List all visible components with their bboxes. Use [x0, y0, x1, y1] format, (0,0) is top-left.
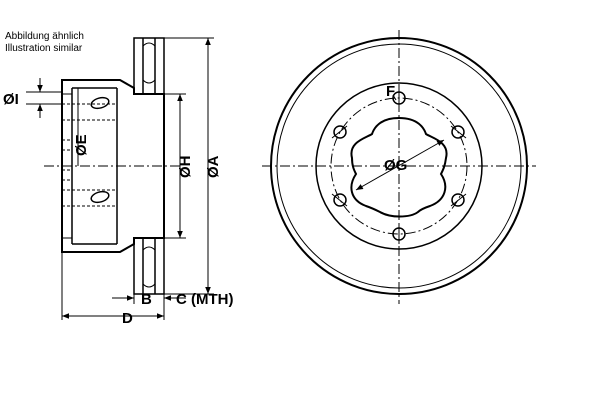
- bolt-hole-3: [451, 193, 465, 207]
- friction-ring-top: [133, 37, 165, 95]
- label-dim-h: ØH: [177, 156, 194, 179]
- note-illustration-en: Illustration similar: [5, 43, 83, 54]
- label-dim-e: ØE: [73, 134, 90, 156]
- friction-ring-bottom: [133, 237, 165, 295]
- label-dim-d: D: [122, 310, 133, 327]
- bolt-hole-lower: [90, 190, 110, 204]
- side-section-view: ØI ØE ØH ØA B C (MTH) D: [3, 37, 233, 327]
- label-dim-g: ØG: [384, 157, 407, 174]
- front-view: F ØG: [262, 30, 536, 304]
- label-dim-a: ØA: [205, 155, 222, 178]
- note-illustration-de: Abbildung ähnlich: [5, 31, 84, 42]
- dim-g-line: [355, 139, 445, 191]
- bolt-hole-5: [333, 193, 347, 207]
- label-dim-f: F: [386, 83, 395, 100]
- bolt-hole-2: [451, 125, 465, 139]
- label-dim-c: C (MTH): [176, 291, 233, 308]
- bolt-hole-group: [331, 88, 467, 244]
- label-dim-b: B: [141, 291, 152, 308]
- label-dim-i: ØI: [3, 91, 19, 108]
- centre-bore-scalloped: [350, 116, 448, 218]
- bolt-hole-6: [333, 125, 347, 139]
- bolt-hole-upper: [90, 96, 110, 110]
